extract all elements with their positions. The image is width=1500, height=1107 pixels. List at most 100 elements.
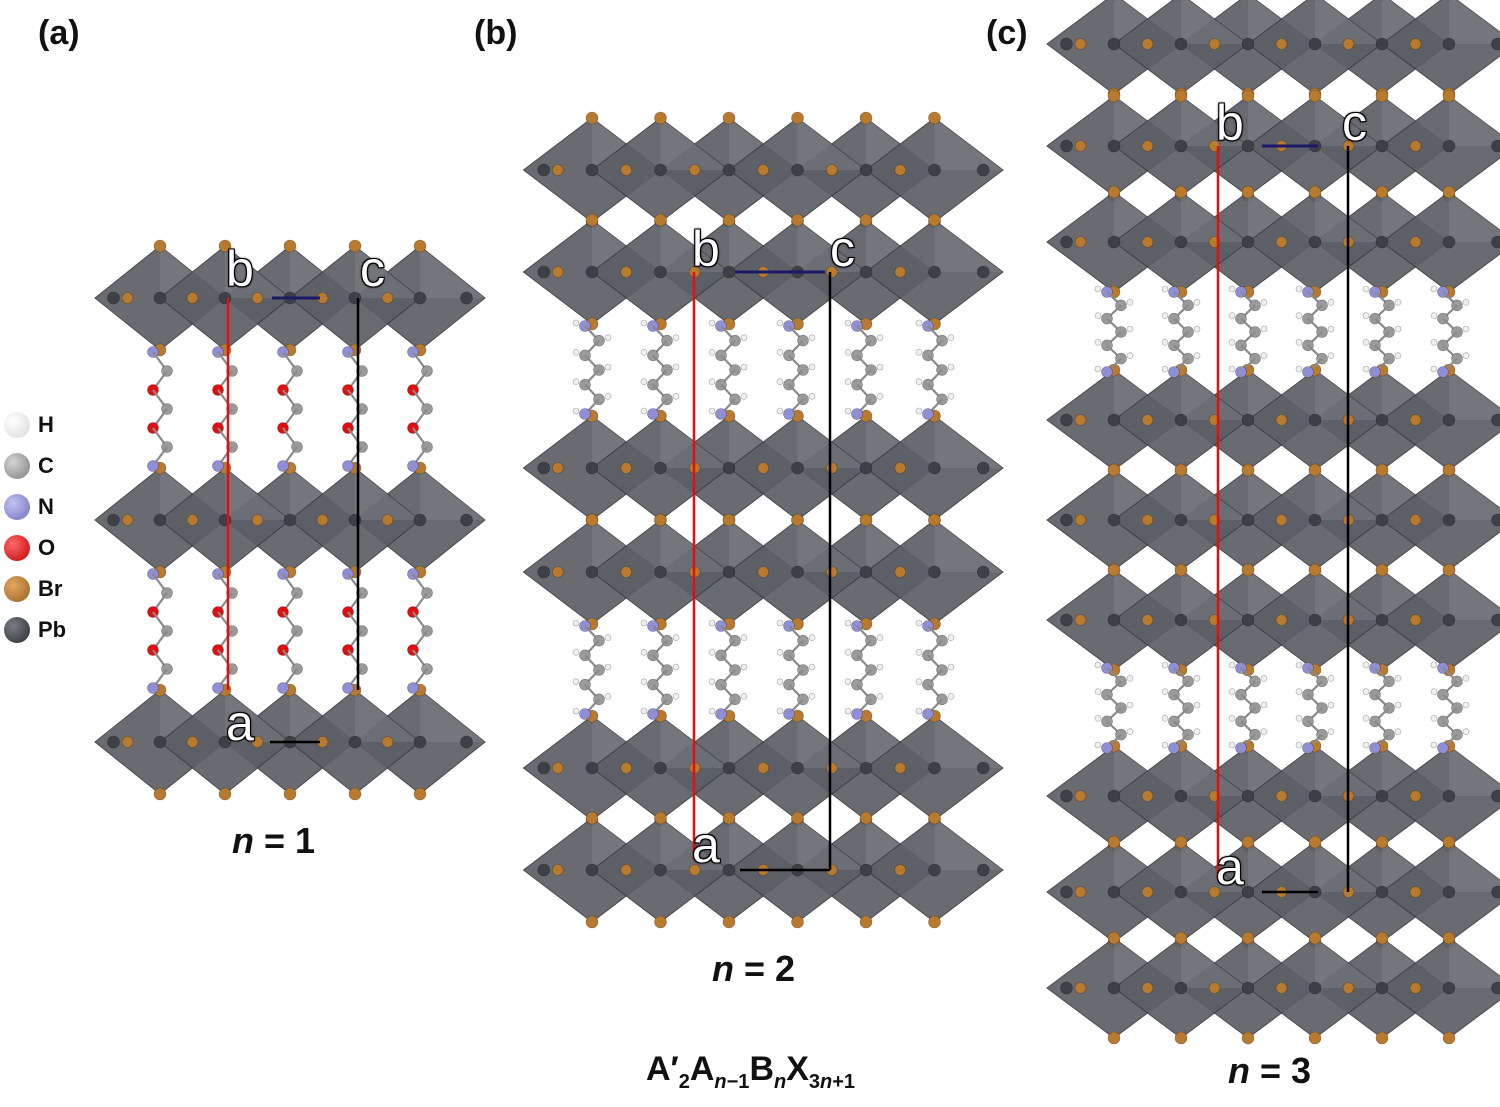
panel-c-layer-8-br-eq-1	[1141, 982, 1154, 994]
axis-label-c-panel-c: c	[1341, 94, 1368, 152]
panel-c-layer-5-octahedron-5-br-top	[1442, 563, 1456, 577]
panel-b-layer-1-octahedron-5-br-top	[928, 213, 941, 227]
panel-c-layer-0-octahedron-1-face	[1181, 0, 1248, 44]
panel-b-layer-5-br-eq-1	[620, 864, 633, 876]
panel-b-layer-3-octahedron-2-br-top	[722, 513, 736, 527]
panel-c-layer-8-pb-5	[1442, 981, 1456, 995]
legend-label-c: C	[38, 452, 54, 478]
panel-c-spacer-bottom-4-h-6	[1362, 741, 1370, 749]
panel-b-spacer-bottom-0-h-4	[572, 678, 580, 685]
panel-b-layer-4-pb-1	[654, 761, 667, 775]
panel-b-layer-0-pb-3	[791, 163, 804, 177]
panel-c-layer-3-octahedron-5-face	[1449, 370, 1500, 420]
panel-a-layer-1-pb-0	[153, 513, 167, 527]
panel-c-layer-2-octahedron-5-br-top	[1442, 185, 1456, 199]
panel-c-layer-7-pb-4	[1375, 885, 1389, 899]
panel-c-spacer-top-0-h-1	[1126, 299, 1134, 306]
panel-c-layer-8-octahedron-3-br-bottom	[1308, 1031, 1322, 1045]
panel-c-layer-6-pb-edge-right	[1491, 789, 1500, 803]
panel-b-layer-3-octahedron-0-br-top	[585, 513, 599, 527]
panel-c-spacer-bottom-5-h-1	[1462, 675, 1470, 682]
panel-c-spacer-top-3-h-2	[1295, 312, 1303, 319]
panel-b-spacer-bottom-0-h-1	[604, 634, 612, 641]
panel-b-layer-3-octahedron-3-face	[797, 520, 866, 572]
panel-c-layer-7-br-eq-2	[1208, 886, 1221, 898]
panel-c-layer-3-pb-0	[1107, 413, 1121, 427]
panel-a-spacer-bottom-4-atom-6	[407, 682, 419, 694]
axis-label-c-panel-a: c	[359, 240, 386, 298]
panel-b-layer-4-pb-edge-left	[537, 761, 551, 775]
panel-c-layer-1-octahedron-2-br-top	[1241, 89, 1255, 103]
panel-a-layer-1-octahedron-4-face	[420, 468, 485, 520]
panel-c-spacer-bottom-4-h-1	[1394, 675, 1402, 682]
panel-c-layer-0-br-eq-1	[1141, 38, 1154, 50]
panel-c-layer-5-pb-0	[1107, 613, 1121, 627]
panel-c-layer-5-pb-5	[1442, 613, 1456, 627]
panel-b-layer-2-octahedron-5-face	[934, 416, 1003, 468]
panel-b-layer-0-br-eq-4	[825, 164, 838, 176]
panel-b-layer-2-pb-1	[654, 461, 667, 475]
panel-c-layer-4-pb-5	[1442, 513, 1456, 527]
panel-a-layer-2-br-eq-4	[381, 736, 394, 748]
panel-c-layer-8-pb-1	[1174, 981, 1188, 995]
panel-b-spacer-top-1-h-3	[672, 363, 680, 371]
panel-c-layer-4-octahedron-3-br-top	[1308, 463, 1322, 477]
panel-a-spacer-top-4-atom-6	[407, 460, 419, 472]
panel-b-spacer-bottom-5-h-1	[947, 634, 955, 641]
panel-b-layer-2-pb-edge-left	[537, 461, 551, 475]
panel-b-spacer-top-3-h-4	[776, 378, 784, 385]
panel-b-spacer-top-2-h-6	[708, 407, 716, 415]
panel-b-spacer-top-5-h-0	[915, 319, 923, 327]
panel-a-layer-2-pb-edge-right	[460, 735, 473, 749]
panel-b-layer-0-octahedron-1-br-top	[654, 111, 667, 125]
panel-a-layer-0-octahedron-4-face	[420, 246, 485, 298]
n-label-2: n = 2	[712, 948, 796, 989]
panel-c-spacer-top-2-atom-6	[1235, 366, 1247, 378]
panel-b-spacer-top-2-h-1	[740, 334, 748, 341]
panel-c-layer-6-br-eq-5	[1409, 790, 1422, 802]
panel-c-spacer-top-2-h-0	[1228, 285, 1236, 293]
panel-b-layer-3-octahedron-1-br-top	[654, 513, 667, 527]
panel-c-spacer-top-4-h-5	[1394, 352, 1402, 359]
panel-a-spacer-top-0-atom-6	[147, 460, 159, 472]
panel-b-spacer-bottom-1-h-5	[672, 693, 680, 700]
panel-c-layer-2-br-eq-5	[1409, 236, 1422, 248]
panel-c-layer-3-br-eq-5	[1409, 414, 1422, 426]
panel-b-spacer-bottom-3-h-6	[776, 707, 784, 715]
panel-c-spacer-bottom-2-h-2	[1228, 688, 1236, 695]
panel-b-spacer-bottom-2-h-0	[708, 619, 716, 627]
panel-c-spacer-top-0-h-6	[1094, 365, 1102, 373]
panel-b-layer-0-octahedron-3-br-top	[791, 111, 804, 125]
panel-c-layer-8-octahedron-1-face	[1181, 938, 1248, 988]
panel-c-layer-4-pb-3	[1308, 513, 1322, 527]
panel-a-layer-0-octahedron-1-br-top	[218, 239, 232, 253]
panel-a-layer-0-octahedron-2-br-top	[283, 239, 297, 253]
hydrogen-swatch	[4, 411, 30, 438]
panel-a-spacer-bottom-1-atom-6	[212, 682, 224, 694]
panel-c-spacer-bottom-5-h-0	[1430, 661, 1438, 669]
panel-c-spacer-bottom-3-h-4	[1295, 715, 1303, 722]
panel-c-layer-8-octahedron-4-br-bottom	[1375, 1031, 1389, 1045]
panel-c-layer-5-pb-edge-right	[1491, 613, 1500, 627]
legend-label-o: O	[38, 534, 56, 560]
panel-c-spacer-top-3-atom-6	[1302, 366, 1314, 378]
panel-c-spacer-top-0-atom-6	[1101, 366, 1113, 378]
panel-label-a: (a)	[38, 14, 80, 52]
panel-c-layer-3-pb-1	[1174, 413, 1188, 427]
panel-b-spacer-top-2-h-0	[708, 319, 716, 327]
panel-c-layer-6-pb-0	[1107, 789, 1121, 803]
panel-b-spacer-bottom-3-h-3	[808, 663, 816, 671]
panel-c-layer-8-br-eq-3	[1275, 982, 1288, 994]
panel-c-layer-5-br-eq-0	[1074, 614, 1087, 626]
panel-a-layer-2-br-eq-2	[251, 736, 264, 748]
panel-c-layer-4-br-eq-5	[1409, 514, 1422, 526]
panel-c-layer-5-octahedron-3-br-top	[1308, 563, 1322, 577]
panel-b-spacer-bottom-5-atom-6	[922, 708, 934, 720]
panel-b-spacer-bottom-4-h-6	[844, 707, 852, 715]
panel-c-spacer-top-4-h-2	[1362, 312, 1370, 319]
panel-c-layer-8-octahedron-2-br-bottom	[1241, 1031, 1255, 1045]
axis-label-a-panel-c: a	[1215, 838, 1245, 896]
panel-b-layer-2-br-eq-0	[551, 462, 564, 474]
panel-a-layer-1-pb-2	[283, 513, 297, 527]
panel-a-layer-0-octahedron-3-face	[355, 246, 420, 298]
